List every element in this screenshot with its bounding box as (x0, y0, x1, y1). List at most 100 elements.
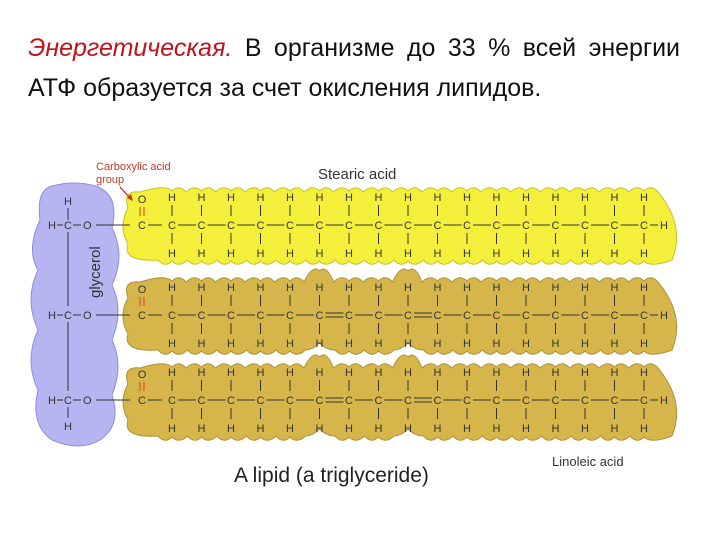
svg-text:C: C (463, 310, 471, 322)
svg-text:C: C (316, 310, 324, 322)
svg-text:H: H (463, 192, 471, 204)
paragraph-text: В организме до 33 % всей энергии АТФ обр… (28, 34, 680, 102)
stearic-acid-chain (122, 187, 678, 265)
svg-text:C: C (463, 395, 471, 407)
svg-text:H: H (552, 282, 560, 294)
svg-text:C: C (581, 220, 589, 232)
svg-text:H: H (640, 338, 648, 350)
svg-text:C: C (552, 395, 560, 407)
svg-text:C: C (611, 310, 619, 322)
svg-text:H: H (581, 338, 589, 350)
svg-text:H: H (345, 423, 353, 435)
svg-text:H: H (316, 367, 324, 379)
svg-text:H: H (198, 192, 206, 204)
svg-text:H: H (48, 395, 56, 407)
svg-text:H: H (522, 423, 530, 435)
svg-text:C: C (640, 310, 648, 322)
svg-text:H: H (286, 367, 294, 379)
svg-text:C: C (168, 220, 176, 232)
svg-text:C: C (168, 395, 176, 407)
svg-text:H: H (581, 423, 589, 435)
svg-text:H: H (552, 423, 560, 435)
svg-text:C: C (227, 395, 235, 407)
svg-text:H: H (611, 423, 619, 435)
svg-text:C: C (640, 395, 648, 407)
svg-text:H: H (522, 367, 530, 379)
svg-text:C: C (64, 395, 72, 407)
svg-text:H: H (522, 282, 530, 294)
svg-text:C: C (286, 395, 294, 407)
svg-text:H: H (257, 423, 265, 435)
svg-text:H: H (434, 338, 442, 350)
svg-text:H: H (640, 248, 648, 260)
svg-text:C: C (463, 220, 471, 232)
svg-text:C: C (552, 220, 560, 232)
svg-text:H: H (581, 282, 589, 294)
svg-text:C: C (316, 395, 324, 407)
glycerol-label: glycerol (87, 246, 104, 298)
svg-text:H: H (522, 338, 530, 350)
svg-text:H: H (611, 192, 619, 204)
atom-labels: O C C H H C H H C H H C H H C H H C H H C H H C H H C H H C H H C H H C H H C H… (138, 192, 668, 435)
svg-text:H: H (463, 367, 471, 379)
svg-text:H: H (345, 192, 353, 204)
svg-text:H: H (434, 282, 442, 294)
svg-text:H: H (227, 367, 235, 379)
svg-text:H: H (48, 220, 56, 232)
svg-text:C: C (375, 395, 383, 407)
svg-text:H: H (375, 192, 383, 204)
svg-text:C: C (404, 395, 412, 407)
svg-text:H: H (316, 282, 324, 294)
svg-text:H: H (640, 367, 648, 379)
svg-text:C: C (434, 220, 442, 232)
svg-text:H: H (581, 248, 589, 260)
svg-text:H: H (552, 338, 560, 350)
svg-text:H: H (493, 192, 501, 204)
svg-text:H: H (168, 423, 176, 435)
svg-text:C: C (493, 310, 501, 322)
svg-text:O: O (138, 369, 147, 381)
svg-text:O: O (138, 194, 147, 206)
svg-text:C: C (227, 310, 235, 322)
stearic-acid-label: Stearic acid (318, 166, 396, 183)
svg-text:H: H (257, 367, 265, 379)
svg-text:H: H (257, 192, 265, 204)
svg-text:H: H (660, 220, 668, 232)
svg-text:H: H (257, 282, 265, 294)
svg-text:H: H (227, 282, 235, 294)
svg-text:C: C (434, 310, 442, 322)
svg-text:H: H (463, 423, 471, 435)
ester-links (96, 224, 130, 401)
glycerol-atoms: H H C O H C O H C O H (48, 196, 92, 433)
svg-text:C: C (64, 310, 72, 322)
svg-text:H: H (257, 248, 265, 260)
function-term: Энергетическая. (28, 34, 233, 62)
diagram-caption: A lipid (a triglyceride) (234, 464, 429, 487)
svg-text:C: C (138, 395, 146, 407)
svg-text:H: H (522, 192, 530, 204)
svg-text:H: H (581, 367, 589, 379)
svg-text:C: C (404, 220, 412, 232)
svg-text:C: C (227, 220, 235, 232)
svg-text:C: C (138, 220, 146, 232)
svg-text:H: H (168, 338, 176, 350)
svg-text:C: C (345, 220, 353, 232)
svg-text:H: H (640, 423, 648, 435)
svg-text:H: H (552, 192, 560, 204)
svg-text:H: H (660, 310, 668, 322)
svg-text:C: C (611, 395, 619, 407)
svg-text:H: H (463, 338, 471, 350)
svg-text:H: H (434, 367, 442, 379)
svg-text:C: C (522, 310, 530, 322)
svg-text:H: H (375, 367, 383, 379)
svg-text:H: H (286, 423, 294, 435)
svg-text:H: H (493, 338, 501, 350)
svg-text:H: H (660, 395, 668, 407)
svg-text:H: H (611, 282, 619, 294)
svg-text:C: C (64, 220, 72, 232)
svg-text:C: C (198, 310, 206, 322)
svg-text:C: C (138, 310, 146, 322)
svg-text:C: C (640, 220, 648, 232)
svg-text:H: H (286, 192, 294, 204)
svg-text:H: H (168, 282, 176, 294)
